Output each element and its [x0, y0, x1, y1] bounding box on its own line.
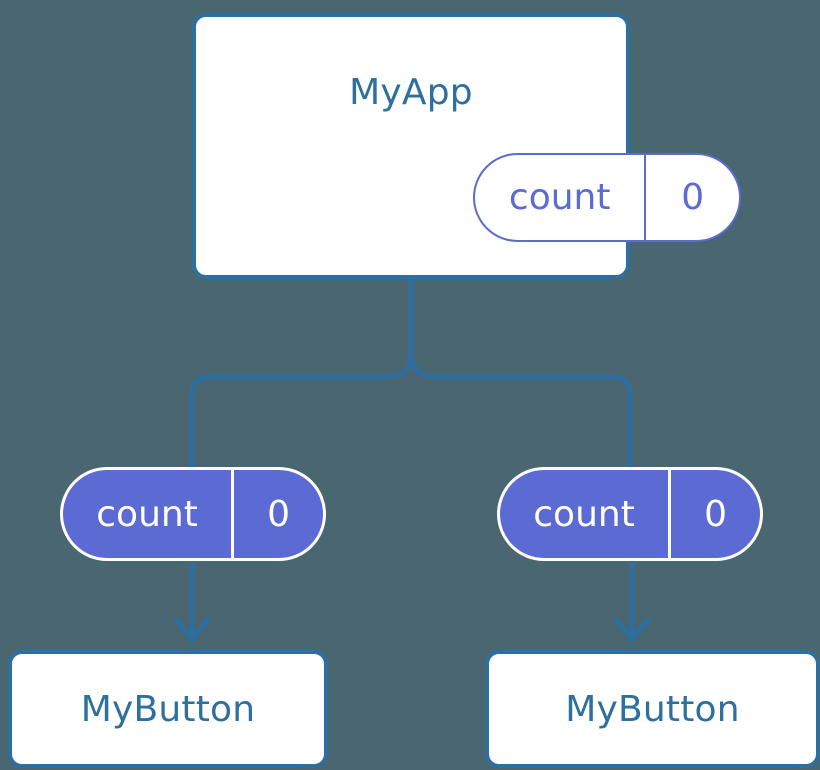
edge-branch-left — [189, 349, 414, 470]
state-pill-consumer-left-value: 0 — [231, 470, 323, 558]
mybutton-left-label: MyButton — [80, 688, 256, 730]
state-pill-consumer-left[interactable]: count 0 — [60, 467, 326, 561]
state-pill-consumer-right[interactable]: count 0 — [497, 467, 763, 561]
component-node-mybutton-right[interactable]: MyButton — [485, 650, 820, 768]
state-pill-myapp[interactable]: count 0 — [473, 153, 741, 242]
myapp-label: MyApp — [349, 72, 473, 113]
arrow-head-right-icon — [613, 617, 651, 642]
arrow-head-left-icon — [173, 617, 211, 642]
state-pill-myapp-value: 0 — [644, 155, 739, 240]
edge-branch-right — [408, 349, 633, 470]
state-pill-consumer-right-value: 0 — [668, 470, 760, 558]
mybutton-right-label: MyButton — [565, 688, 740, 730]
state-pill-consumer-right-key: count — [533, 493, 635, 535]
component-node-mybutton-left[interactable]: MyButton — [8, 650, 328, 768]
state-pill-consumer-left-key: count — [96, 493, 198, 535]
state-pill-myapp-key: count — [508, 177, 611, 218]
component-node-myapp[interactable]: MyApp count 0 — [192, 13, 741, 279]
